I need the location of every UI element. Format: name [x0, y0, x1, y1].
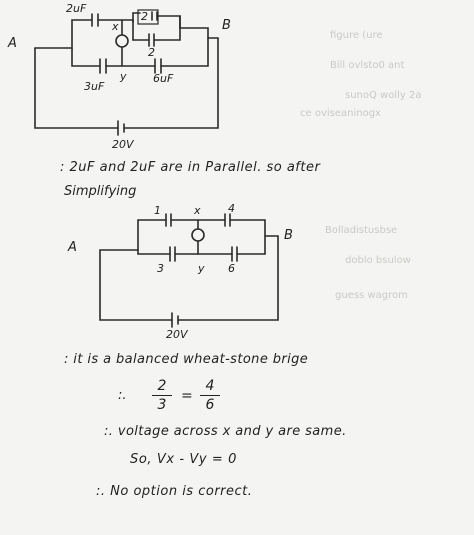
fraction-left: 2 3: [152, 378, 172, 413]
capacitor-label: 2: [141, 10, 148, 23]
node-a-label: A: [8, 36, 17, 51]
bleed-through-text: Bolladistusbse: [325, 225, 398, 236]
fraction-bar: [200, 395, 220, 396]
node-a-label: A: [68, 240, 77, 255]
fraction-right: 4 6: [200, 378, 220, 413]
capacitor-label: 2uF: [66, 2, 87, 15]
conclusion-line: :. No option is correct.: [96, 484, 253, 499]
capacitor-label: 4: [228, 202, 235, 215]
capacitor-label: 3: [157, 262, 164, 275]
explanation-line: : it is a balanced wheat-stone brige: [64, 352, 309, 367]
node-y-label: y: [198, 262, 205, 275]
bleed-through-text: Bill ovlsto0 ant: [330, 60, 405, 71]
node-b-label: B: [222, 18, 231, 33]
capacitor-label: 6: [228, 262, 235, 275]
equals-sign: =: [181, 388, 193, 404]
battery-label: 20V: [112, 138, 134, 151]
fraction-denominator: 6: [205, 397, 215, 413]
equation-line: So, Vx - Vy = 0: [130, 452, 238, 467]
capacitor-label: 1: [154, 204, 161, 217]
bleed-through-text: figure (ure: [330, 30, 383, 41]
node-x-label: x: [112, 20, 119, 33]
node-b-label: B: [284, 228, 293, 243]
fraction-numerator: 2: [157, 378, 167, 394]
fraction-bar: [152, 395, 172, 396]
capacitor-label: 3uF: [84, 80, 105, 93]
explanation-line: :. voltage across x and y are same.: [104, 424, 347, 439]
capacitor-label: 6uF: [153, 72, 174, 85]
bleed-through-text: ce oviseaninogx: [300, 108, 381, 119]
explanation-line: Simplifying: [64, 184, 137, 199]
node-y-label: y: [120, 70, 127, 83]
bleed-through-text: sunoQ wolly 2a: [345, 90, 422, 101]
bleed-through-text: guess wagrom: [335, 290, 408, 301]
capacitor-label: 2: [148, 46, 155, 59]
fraction-numerator: 4: [205, 378, 215, 394]
battery-label: 20V: [166, 328, 188, 341]
explanation-line: : 2uF and 2uF are in Parallel. so after: [60, 160, 321, 175]
therefore-symbol: :.: [118, 388, 127, 403]
fraction-denominator: 3: [157, 397, 167, 413]
node-x-label: x: [194, 204, 201, 217]
bleed-through-text: doblo bsulow: [345, 255, 411, 266]
